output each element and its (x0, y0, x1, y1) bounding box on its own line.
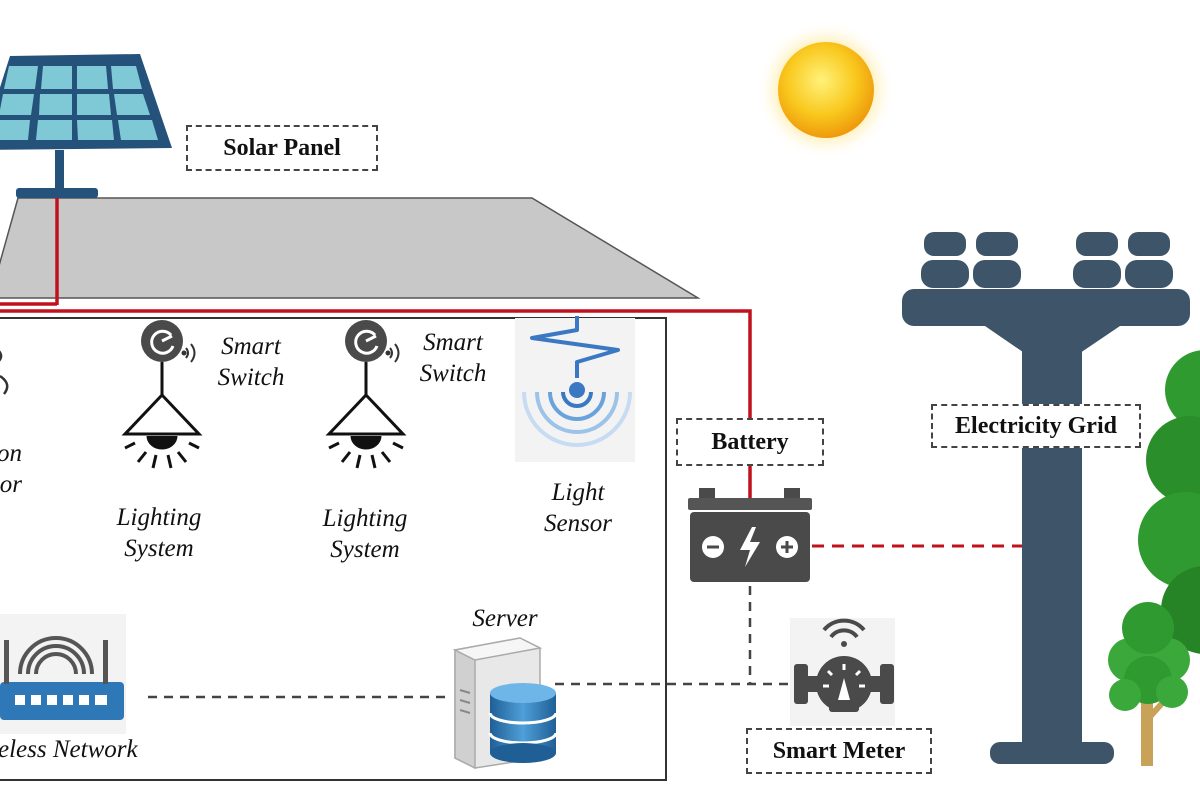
smart-switch-label-line2: Switch (419, 360, 487, 387)
light-sensor-label-line1: Light (551, 479, 605, 506)
battery-icon (688, 488, 812, 582)
house-outline (0, 317, 667, 781)
smart-meter-icon (790, 618, 895, 726)
light-sensor-icon (515, 316, 635, 462)
lighting-system-label-line2: System (330, 536, 400, 563)
smart-switch-icon (141, 320, 196, 363)
house-roof (0, 197, 701, 299)
lighting-system-label-line2: System (124, 535, 194, 562)
lamp-icon (121, 362, 203, 469)
lighting-system-label-line1: Lighting (116, 504, 202, 531)
server-label: Server (472, 605, 538, 632)
smart-meter-label: Smart Meter (746, 728, 932, 774)
wireless-network-label: eless Network (0, 736, 138, 763)
lighting-system-1-label: Lighting System (104, 502, 214, 564)
occupancy-sensor-label-line1: on (0, 440, 22, 467)
occupancy-sensor-icon (0, 350, 9, 395)
occupancy-sensor-label-partial: on or (0, 438, 22, 500)
smart-switch-2-label: Smart Switch (407, 327, 499, 389)
light-sensor-label: Light Sensor (528, 477, 628, 539)
occupancy-sensor-label-line2: or (0, 471, 22, 498)
smart-switch-label-line1: Smart (221, 333, 281, 360)
lamp-icon (325, 362, 407, 469)
smart-switch-label-line1: Smart (423, 329, 483, 356)
battery-label: Battery (676, 418, 824, 466)
lighting-system-label-line1: Lighting (322, 505, 408, 532)
light-sensor-label-line2: Sensor (543, 510, 613, 537)
smart-switch-label-line2: Switch (217, 364, 285, 391)
server-icon (452, 637, 558, 770)
smart-switch-1-label: Smart Switch (205, 331, 297, 393)
smart-switch-icon (345, 320, 400, 363)
sun-icon (756, 20, 896, 160)
tree-icon (1138, 350, 1200, 654)
lighting-system-2-label: Lighting System (310, 503, 420, 565)
electricity-grid-label: Electricity Grid (931, 404, 1141, 448)
power-pole-icon (902, 232, 1190, 764)
data-lines (148, 586, 795, 699)
solar-panel-icon (0, 54, 172, 198)
solar-panel-label: Solar Panel (186, 125, 378, 171)
router-icon (0, 614, 126, 734)
tree-icon (1108, 602, 1190, 766)
